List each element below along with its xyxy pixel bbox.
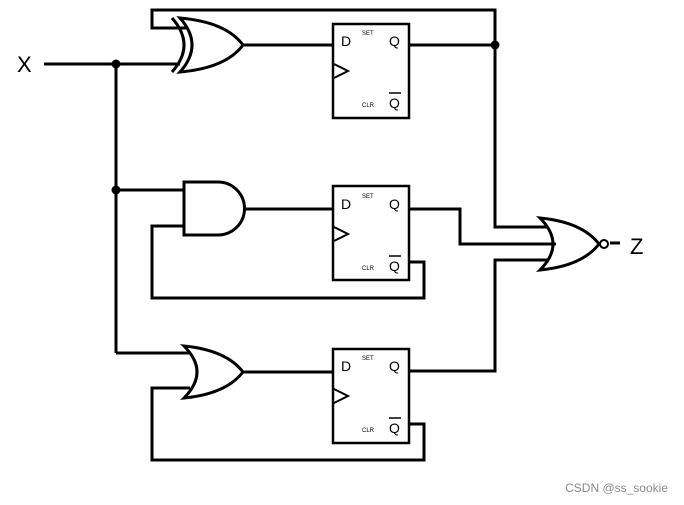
ff2-set-label: SET bbox=[362, 194, 374, 200]
ff3-set-label: SET bbox=[362, 356, 374, 362]
wire-q1-out bbox=[409, 43, 548, 229]
input-x-label: X bbox=[17, 52, 32, 77]
output-z-label: Z bbox=[630, 234, 643, 259]
ff3-d-label: D bbox=[341, 358, 351, 374]
wire-q1-feedback bbox=[150, 8, 497, 45]
ff1-set-label: SET bbox=[362, 31, 374, 37]
ff1-qbar-label: Q bbox=[389, 95, 400, 111]
nor-gate bbox=[535, 216, 609, 272]
clock-icon bbox=[333, 388, 351, 404]
ff1-d-label: D bbox=[341, 33, 351, 49]
clock-icon bbox=[333, 226, 351, 242]
ff3-q-label: Q bbox=[389, 358, 400, 374]
xor-gate bbox=[170, 16, 245, 74]
ff3-qbar-label: Q bbox=[389, 420, 400, 436]
ff2-qbar-label: Q bbox=[389, 258, 400, 274]
junction-dot bbox=[111, 59, 121, 69]
flip-flop-2 bbox=[331, 184, 411, 282]
watermark: CSDN @ss_sookie bbox=[565, 481, 668, 495]
wire-q2bar-feedback bbox=[150, 224, 426, 300]
ff2-q-label: Q bbox=[389, 196, 400, 212]
flip-flop-1 bbox=[331, 22, 411, 120]
junction-dot bbox=[490, 40, 500, 50]
wire-q3bar-feedback bbox=[150, 386, 426, 462]
flip-flop-3 bbox=[331, 347, 411, 445]
ff2-clr-label: CLR bbox=[362, 266, 375, 272]
ff1-q-label: Q bbox=[389, 33, 400, 49]
ff1-clr-label: CLR bbox=[362, 103, 375, 109]
ff2-d-label: D bbox=[341, 196, 351, 212]
clock-icon bbox=[333, 63, 351, 79]
or-gate bbox=[179, 344, 245, 400]
ff3-clr-label: CLR bbox=[362, 428, 375, 434]
and-gate bbox=[182, 180, 246, 237]
wire-q3-out bbox=[409, 258, 548, 373]
wire-q2-out bbox=[409, 207, 556, 246]
junction-dot bbox=[111, 185, 121, 195]
